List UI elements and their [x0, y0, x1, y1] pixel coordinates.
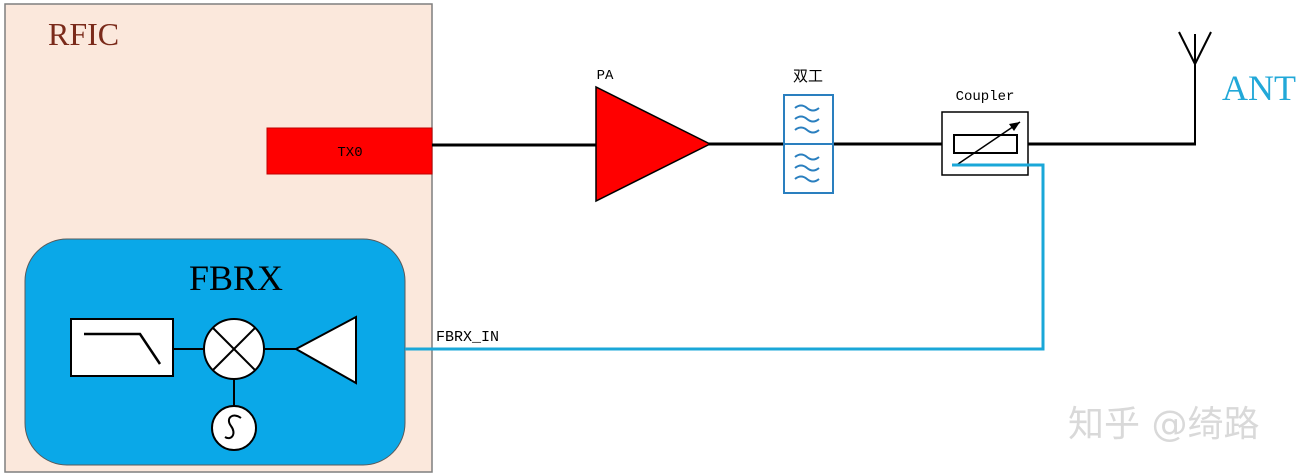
feedback-amplifier	[293, 315, 357, 385]
tx0-port	[266, 127, 433, 175]
antenna-label: ANT	[1222, 68, 1296, 108]
fbrx-in-label: FBRX_IN	[436, 329, 499, 346]
feedback-line	[405, 163, 1045, 351]
fbrx-title: FBRX	[189, 258, 283, 298]
pa-amplifier	[595, 85, 712, 203]
coupler-label: Coupler	[956, 89, 1015, 105]
antenna-icon	[1178, 31, 1212, 144]
watermark-text: 知乎 @绮路	[1068, 404, 1259, 445]
lowpass-filter-icon	[70, 318, 174, 377]
mixer-icon	[203, 318, 265, 380]
rfic-title: RFIC	[48, 16, 119, 52]
tx0-label: TX0	[337, 145, 362, 161]
pa-label: PA	[597, 68, 614, 84]
oscillator-icon	[211, 405, 257, 451]
duplexer	[783, 94, 834, 194]
duplexer-label: 双工	[793, 67, 823, 85]
